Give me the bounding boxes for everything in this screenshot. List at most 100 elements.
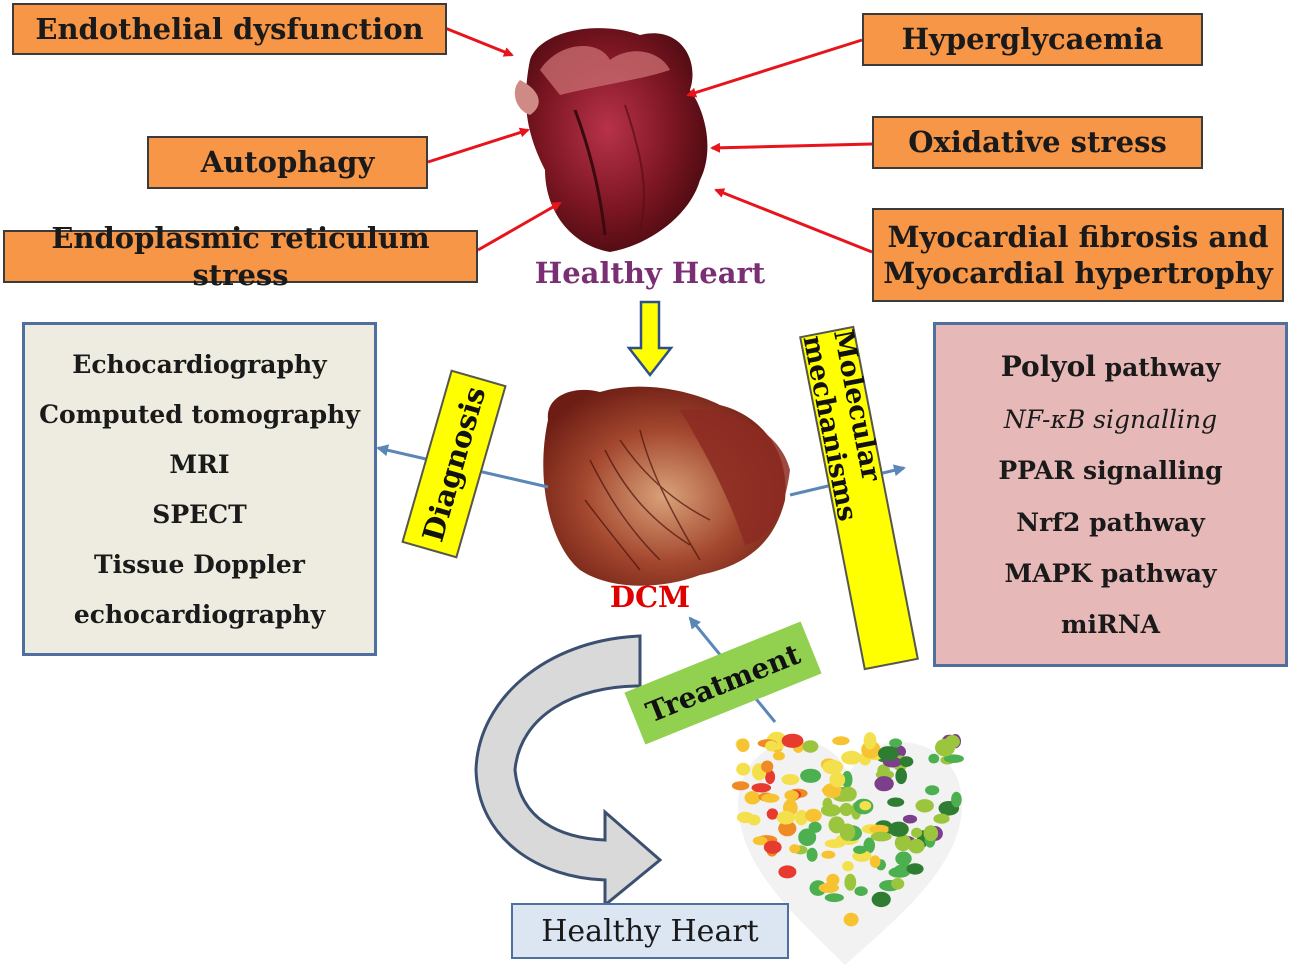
produce-item bbox=[915, 799, 934, 813]
diagnosis-item: echocardiography bbox=[73, 599, 326, 629]
produce-item bbox=[795, 809, 808, 826]
produce-item bbox=[821, 850, 836, 859]
produce-item bbox=[853, 845, 867, 854]
cause-label: Autophagy bbox=[200, 145, 375, 180]
produce-item bbox=[887, 797, 905, 807]
produce-item bbox=[839, 802, 853, 817]
produce-item bbox=[874, 776, 894, 792]
cause-label-line-2: Myocardial hypertrophy bbox=[883, 256, 1273, 290]
produce-item bbox=[906, 863, 924, 875]
produce-item bbox=[889, 738, 903, 748]
curved-arrow-icon bbox=[474, 634, 663, 909]
cause-oxidative-stress: Oxidative stress bbox=[872, 116, 1203, 169]
produce-item bbox=[752, 836, 768, 846]
produce-item bbox=[802, 740, 819, 753]
produce-item bbox=[908, 838, 925, 854]
molecular-item: PPAR signalling bbox=[998, 456, 1223, 486]
produce-item bbox=[808, 821, 822, 833]
cause-autophagy: Autophagy bbox=[147, 136, 428, 189]
molecular-item: Polyol pathway bbox=[1001, 350, 1221, 383]
produce-item bbox=[731, 781, 750, 791]
fruit-vegetable-heart-image bbox=[731, 731, 964, 965]
produce-item bbox=[902, 814, 918, 824]
produce-item bbox=[736, 762, 751, 776]
produce-item bbox=[842, 861, 854, 872]
produce-item bbox=[805, 808, 822, 823]
produce-item bbox=[765, 740, 778, 752]
produce-item bbox=[806, 847, 818, 862]
produce-item bbox=[841, 750, 862, 765]
produce-item bbox=[943, 754, 964, 763]
cause-label: Oxidative stress bbox=[908, 125, 1167, 160]
produce-item bbox=[765, 769, 776, 785]
diagnosis-item: Echocardiography bbox=[72, 349, 327, 379]
cause-label: Endothelial dysfunction bbox=[35, 11, 424, 46]
produce-item bbox=[854, 886, 868, 897]
arrow-autophagy bbox=[427, 127, 530, 164]
produce-item bbox=[840, 786, 857, 802]
cause-endothelial-dysfunction: Endothelial dysfunction bbox=[12, 3, 447, 55]
down-arrow-icon bbox=[626, 300, 674, 378]
molecular-item-lead: Polyol bbox=[1000, 350, 1096, 384]
produce-item bbox=[761, 793, 780, 803]
arrow-er-stress bbox=[477, 201, 562, 252]
produce-item bbox=[869, 855, 881, 868]
produce-item bbox=[824, 893, 844, 903]
molecular-item: NF-κB signalling bbox=[1003, 405, 1218, 435]
molecular-item-rest: pathway bbox=[1095, 353, 1221, 383]
produce-item bbox=[744, 791, 761, 805]
cause-label-line-1: Myocardial fibrosis and bbox=[887, 219, 1269, 254]
produce-item bbox=[839, 823, 856, 841]
produce-item bbox=[826, 873, 840, 887]
cause-myocardial-fibrosis: Myocardial fibrosis and Myocardial hyper… bbox=[872, 208, 1284, 302]
cause-label: Hyperglycaemia bbox=[901, 22, 1164, 57]
produce-item bbox=[789, 844, 800, 854]
healthy-heart-image bbox=[514, 28, 708, 252]
produce-item bbox=[766, 808, 779, 820]
produce-item bbox=[763, 840, 782, 854]
produce-item bbox=[923, 825, 939, 842]
produce-item bbox=[781, 733, 804, 748]
produce-item bbox=[911, 827, 923, 838]
produce-item bbox=[822, 797, 833, 811]
produce-item bbox=[871, 891, 891, 908]
cause-hyperglycaemia: Hyperglycaemia bbox=[862, 13, 1203, 66]
produce-item bbox=[928, 753, 940, 764]
produce-item bbox=[894, 834, 912, 852]
arrow-hyperglycaemia bbox=[686, 38, 863, 98]
produce-item bbox=[776, 810, 796, 825]
produce-item bbox=[822, 759, 844, 775]
produce-item bbox=[859, 801, 872, 811]
diagnosis-item: SPECT bbox=[152, 499, 247, 529]
produce-item bbox=[781, 774, 800, 785]
produce-item bbox=[761, 760, 774, 773]
molecular-panel: Polyol pathway NF-κB signalling PPAR sig… bbox=[933, 322, 1288, 667]
produce-item bbox=[798, 828, 817, 847]
dcm-label: DCM bbox=[609, 580, 691, 614]
outcome-label: Healthy Heart bbox=[541, 913, 759, 949]
produce-item bbox=[944, 735, 960, 749]
healthy-heart-label: Healthy Heart bbox=[534, 256, 766, 290]
diagnosis-panel: Echocardiography Computed tomography MRI… bbox=[22, 322, 377, 656]
produce-item bbox=[832, 736, 850, 746]
produce-item bbox=[751, 783, 772, 793]
cause-label: Endoplasmic reticulum stress bbox=[51, 221, 430, 292]
produce-item bbox=[870, 831, 892, 842]
diagnosis-item: Tissue Doppler bbox=[94, 549, 305, 579]
produce-item bbox=[844, 873, 857, 891]
produce-item bbox=[778, 820, 797, 837]
outcome-healthy-heart-box: Healthy Heart bbox=[511, 903, 789, 959]
produce-item bbox=[895, 851, 912, 866]
molecular-item: miRNA bbox=[1061, 609, 1160, 639]
produce-item bbox=[888, 821, 909, 837]
arrow-endothelial bbox=[444, 26, 514, 57]
produce-item bbox=[891, 878, 905, 890]
molecular-item: MAPK pathway bbox=[1004, 558, 1217, 588]
molecular-item: Nrf2 pathway bbox=[1016, 507, 1205, 537]
produce-item bbox=[772, 751, 785, 761]
produce-item bbox=[869, 824, 890, 834]
produce-item bbox=[736, 738, 750, 752]
produce-item bbox=[843, 912, 859, 927]
produce-item bbox=[895, 767, 907, 785]
produce-item bbox=[800, 768, 822, 783]
